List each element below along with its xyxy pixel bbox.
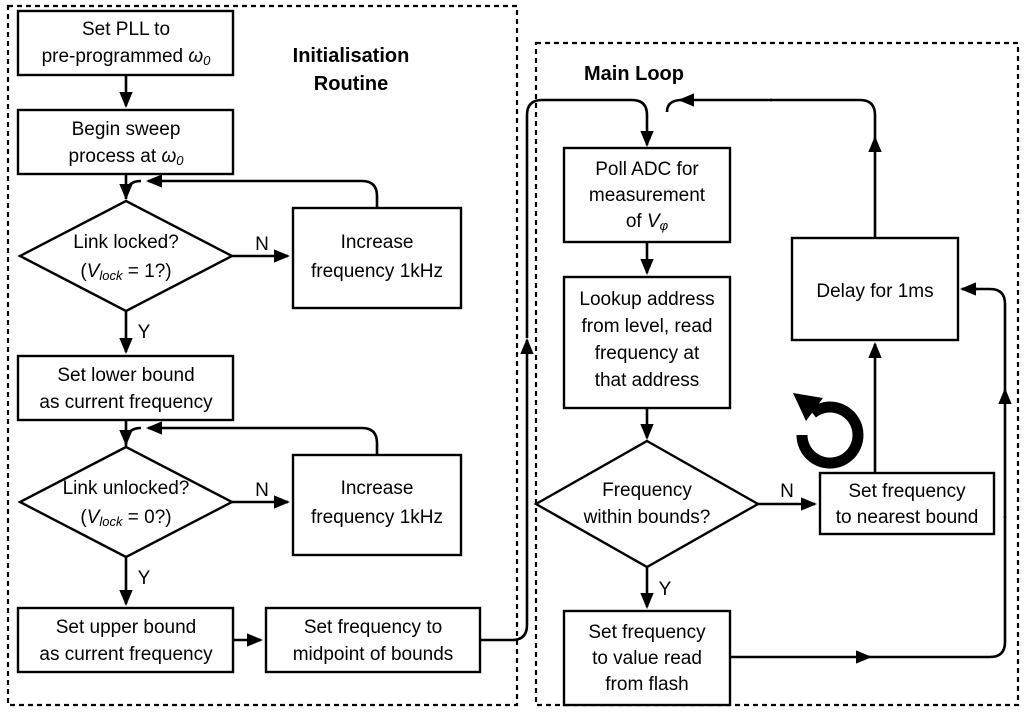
node-increase-frequency-2[interactable] xyxy=(291,453,463,557)
edge-flash-right-run xyxy=(868,516,1007,659)
node-begin-sweep-omega: ω xyxy=(161,146,176,167)
node-increase-frequency-2-line2: frequency 1kHz xyxy=(311,507,443,528)
edge-mainloop-entry-into-polladc xyxy=(631,98,654,148)
node-increase-frequency-1[interactable] xyxy=(291,206,463,310)
node-increase-frequency-1-line1: Increase xyxy=(341,232,414,253)
node-increase-frequency-1-line2: frequency 1kHz xyxy=(311,261,443,282)
edge-increase2-feedback-join xyxy=(124,426,142,446)
edge-increase1-feedback xyxy=(145,174,379,208)
branch-label-y-within-bounds: Y xyxy=(659,579,672,600)
edge-delay-top-run xyxy=(770,98,877,140)
node-set-pll-line1: Set PLL to xyxy=(82,19,170,40)
node-link-locked-paren-open: ( xyxy=(80,261,87,282)
panel-title-main-loop: Main Loop xyxy=(584,63,684,85)
node-set-frequency-nearest-bound-line1: Set frequency xyxy=(848,481,966,502)
node-poll-adc-var: V xyxy=(647,211,662,232)
edge-increase1-feedback-join xyxy=(124,179,142,199)
panel-title-initialisation-line1: Initialisation xyxy=(293,45,410,67)
node-poll-adc-line2: measurement xyxy=(589,185,706,206)
node-link-locked-var-sub: lock xyxy=(99,268,124,283)
node-set-upper-bound[interactable] xyxy=(16,606,235,674)
node-set-frequency-nearest-bound[interactable] xyxy=(818,471,996,536)
edge-midpoint-to-mainloop xyxy=(480,337,534,642)
node-link-unlocked-line2: (Vlock = 0?) xyxy=(80,507,171,529)
node-link-locked-var: V xyxy=(87,261,102,282)
node-set-frequency-midpoint[interactable] xyxy=(264,606,482,674)
refresh-loop-icon xyxy=(793,393,864,469)
node-set-pll-omega-sub: 0 xyxy=(203,53,211,68)
node-link-locked[interactable] xyxy=(17,199,235,313)
node-link-locked-rest: = 1?) xyxy=(123,261,172,282)
node-set-frequency-flash-line2: to value read xyxy=(592,648,702,669)
node-link-locked-line1: Link locked? xyxy=(73,232,179,253)
node-poll-adc-line3-pre: of xyxy=(626,211,647,232)
node-link-unlocked-rest: = 0?) xyxy=(123,507,172,528)
node-lookup-address-line4: that address xyxy=(595,370,700,391)
node-set-upper-bound-line1: Set upper bound xyxy=(56,617,197,638)
node-link-locked-line2: (Vlock = 1?) xyxy=(80,261,171,283)
panel-main-loop xyxy=(534,41,1020,707)
node-poll-adc-var-sub: φ xyxy=(660,218,669,233)
node-delay-1ms[interactable] xyxy=(790,236,960,342)
branch-label-y-link-unlocked: Y xyxy=(138,568,151,589)
node-link-unlocked-var: V xyxy=(87,507,102,528)
node-set-pll-line2-pre: pre-programmed xyxy=(42,46,189,67)
node-link-unlocked-paren-open: ( xyxy=(80,507,87,528)
node-begin-sweep-line1: Begin sweep xyxy=(72,119,181,140)
edge-delay-top-join xyxy=(665,98,683,113)
node-poll-adc[interactable] xyxy=(562,146,732,244)
node-set-frequency-midpoint-line1: Set frequency to xyxy=(304,617,442,638)
node-delay-1ms-line1: Delay for 1ms xyxy=(816,281,933,302)
branch-label-n-link-locked: N xyxy=(255,234,269,255)
edge-increase2-feedback xyxy=(145,421,379,455)
node-set-upper-bound-line2: as current frequency xyxy=(39,644,213,665)
branch-label-y-link-locked: Y xyxy=(138,322,151,343)
node-link-unlocked-var-sub: lock xyxy=(99,514,124,529)
node-set-lower-bound-line1: Set lower bound xyxy=(57,365,194,386)
node-set-lower-bound[interactable] xyxy=(16,354,235,422)
node-set-frequency-nearest-bound-line2: to nearest bound xyxy=(836,507,979,528)
node-poll-adc-line3: of Vφ xyxy=(626,211,669,233)
node-link-unlocked[interactable] xyxy=(17,445,235,559)
node-link-unlocked-line1: Link unlocked? xyxy=(63,478,190,499)
edge-midpoint-to-mainloop-top xyxy=(525,98,632,338)
node-increase-frequency-2-line1: Increase xyxy=(341,478,414,499)
node-begin-sweep-line2-pre: process at xyxy=(69,146,162,167)
node-lookup-address-line1: Lookup address xyxy=(579,289,714,310)
edge-rightcolumn-to-delay-run xyxy=(975,287,1007,392)
node-set-pll-line2: pre-programmed ω0 xyxy=(42,46,212,68)
node-lookup-address-line2: from level, read xyxy=(582,316,713,337)
node-set-frequency-flash-line1: Set frequency xyxy=(588,622,706,643)
node-begin-sweep-line2: process at ω0 xyxy=(69,146,185,168)
node-set-pll[interactable] xyxy=(16,9,235,77)
panel-title-initialisation-line2: Routine xyxy=(314,73,388,95)
branch-label-n-link-unlocked: N xyxy=(255,480,269,501)
branch-label-n-within-bounds: N xyxy=(780,481,794,502)
node-set-pll-omega: ω xyxy=(188,46,203,67)
node-lookup-address-line3: frequency at xyxy=(595,343,700,364)
node-set-frequency-midpoint-line2: midpoint of bounds xyxy=(293,644,454,665)
node-set-lower-bound-line2: as current frequency xyxy=(39,392,213,413)
node-set-frequency-flash[interactable] xyxy=(562,609,732,707)
node-frequency-within-bounds[interactable] xyxy=(533,439,761,569)
node-poll-adc-line1: Poll ADC for xyxy=(595,159,699,180)
node-frequency-within-bounds-line1: Frequency xyxy=(602,480,692,501)
node-begin-sweep-omega-sub: 0 xyxy=(176,153,184,168)
node-lookup-address[interactable] xyxy=(562,275,732,410)
node-frequency-within-bounds-line2: within bounds? xyxy=(583,507,711,528)
node-set-frequency-flash-line3: from flash xyxy=(605,674,688,695)
panel-initialisation-routine xyxy=(6,4,519,707)
